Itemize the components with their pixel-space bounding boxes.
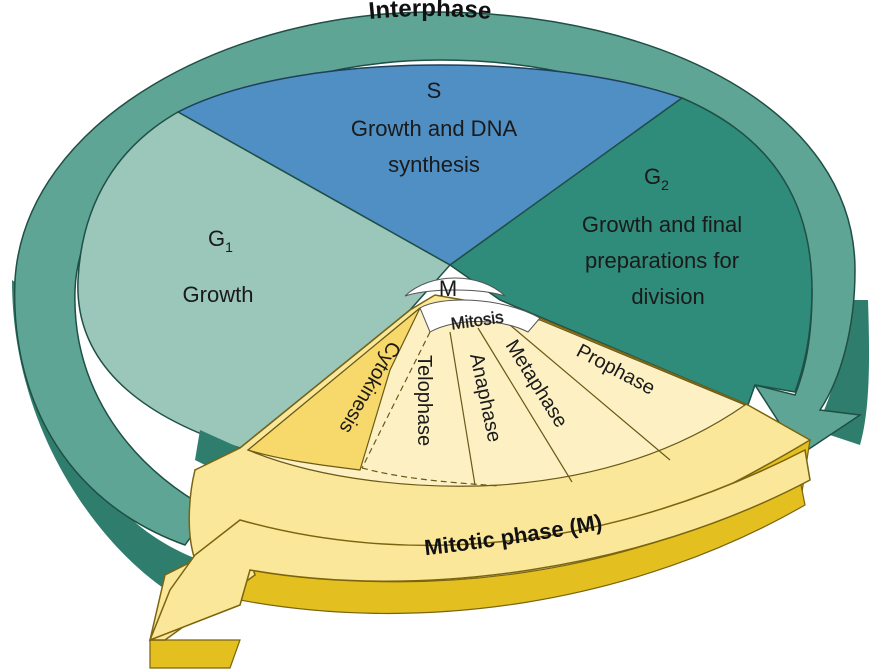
s-line2: synthesis <box>388 152 480 177</box>
s-name: S <box>427 78 442 103</box>
g1-line1: Growth <box>183 282 254 307</box>
interphase-title: Interphase <box>367 0 492 25</box>
s-line1: Growth and DNA <box>351 116 518 141</box>
telophase-label: Telophase <box>413 355 435 446</box>
g2-line3: division <box>631 284 704 309</box>
mitotic-arrow-side <box>150 640 240 668</box>
m-label: M <box>439 276 457 301</box>
g2-line1: Growth and final <box>582 212 742 237</box>
g2-line2: preparations for <box>585 248 739 273</box>
